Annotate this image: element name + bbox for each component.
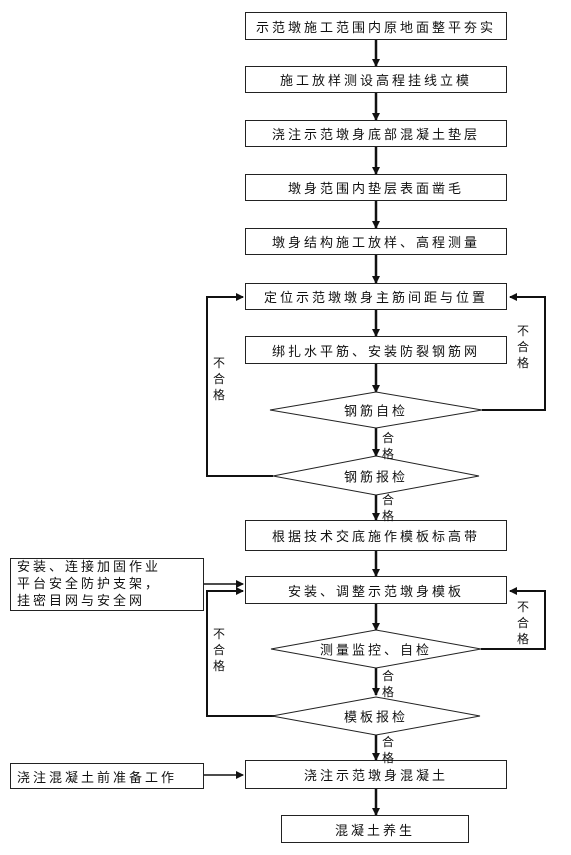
step-cushion-pour: 浇注示范墩身底部混凝土垫层 bbox=[245, 120, 507, 147]
support-line-2: 平台安全防护支架， bbox=[17, 577, 162, 592]
label-pass-formwork-inspection: 合格 bbox=[381, 735, 394, 765]
step-layout-formwork: 施工放样测设高程挂线立模 bbox=[245, 66, 507, 93]
decision-formwork-selfcheck-label: 测量监控、自检 bbox=[319, 643, 433, 659]
step-pour-concrete: 浇注示范墩身混凝土 bbox=[245, 760, 507, 789]
step-install-formwork: 安装、调整示范墩身模板 bbox=[245, 576, 507, 604]
label-fail-left-formwork: 不合格 bbox=[212, 627, 225, 673]
diamond-formwork-selfcheck bbox=[270, 629, 482, 669]
diamond-rebar-selfcheck bbox=[269, 391, 483, 429]
loop-formwork-selfcheck-fail bbox=[481, 587, 546, 650]
step-chiseling: 墩身范围内垫层表面凿毛 bbox=[245, 174, 507, 201]
loop-rebar-inspection-fail bbox=[206, 293, 273, 477]
step-elevation-band: 根据技术交底施作模板标高带 bbox=[245, 520, 507, 551]
loop-rebar-selfcheck-fail bbox=[482, 293, 546, 411]
step-main-rebar: 定位示范墩墩身主筋间距与位置 bbox=[245, 283, 507, 310]
step-tie-rebar: 绑扎水平筋、安装防裂钢筋网 bbox=[245, 336, 507, 364]
decision-formwork-inspection-label: 模板报检 bbox=[343, 710, 409, 726]
side-pre-pour-prep: 浇注混凝土前准备工作 bbox=[10, 763, 204, 789]
side-support-frame: 安装、连接加固作业 平台安全防护支架， 挂密目网与安全网 bbox=[10, 558, 204, 611]
loop-formwork-inspection-fail bbox=[206, 587, 275, 717]
support-line-1: 安装、连接加固作业 bbox=[17, 560, 162, 575]
label-fail-right-rebar: 不合格 bbox=[516, 324, 529, 370]
diamond-formwork-inspection bbox=[271, 696, 481, 736]
diamond-rebar-inspection bbox=[272, 455, 480, 496]
step-curing: 混凝土养生 bbox=[281, 815, 469, 843]
support-line-3: 挂密目网与安全网 bbox=[17, 594, 146, 609]
label-fail-left-rebar: 不合格 bbox=[212, 356, 225, 402]
decision-rebar-inspection-label: 钢筋报检 bbox=[343, 470, 409, 486]
decision-rebar-selfcheck-label: 钢筋自检 bbox=[343, 404, 409, 420]
label-pass-rebar-inspection: 合格 bbox=[381, 493, 394, 523]
label-fail-right-formwork: 不合格 bbox=[516, 600, 529, 646]
step-leveling: 示范墩施工范围内原地面整平夯实 bbox=[245, 12, 507, 40]
step-structure-layout: 墩身结构施工放样、高程测量 bbox=[245, 228, 507, 255]
label-pass-rebar-selfcheck: 合格 bbox=[381, 431, 394, 461]
label-pass-formwork-selfcheck: 合格 bbox=[381, 669, 394, 699]
